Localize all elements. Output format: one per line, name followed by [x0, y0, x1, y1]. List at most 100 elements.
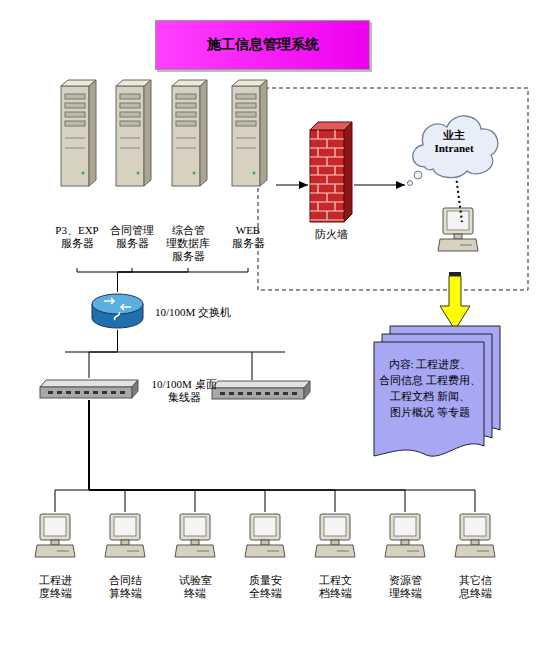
node-label: 10/100M 桌面 集线器 [144, 378, 224, 404]
symbol-part [471, 540, 479, 545]
server-node: WEB 服务器 [220, 78, 276, 268]
symbol-part [120, 391, 125, 394]
connector-line [118, 268, 189, 292]
server-node: 综合管 理数据库 服务器 [160, 78, 216, 268]
symbol-part [40, 387, 132, 398]
symbol-part [454, 234, 462, 239]
symbol-part [212, 388, 304, 399]
symbol-part [61, 86, 89, 186]
symbol-part [176, 94, 196, 99]
server-node: 合同管理 服务器 [104, 78, 160, 268]
node-label: P3、EXP 服务器 [51, 224, 103, 250]
symbol-part [120, 112, 140, 117]
symbol-part [105, 545, 145, 557]
symbol-part [236, 148, 256, 149]
symbol-part [102, 391, 107, 394]
symbol-part [326, 211, 327, 220]
connector-line [118, 268, 249, 292]
symbol-part [180, 514, 210, 540]
computer-symbol [385, 512, 425, 560]
connector-line [89, 400, 335, 512]
symbol-part [48, 391, 53, 394]
symbol-part [176, 148, 196, 149]
symbol-part [175, 545, 215, 557]
symbol-part [407, 551, 419, 552]
symbol-part [267, 551, 279, 552]
connector-line [354, 185, 405, 186]
symbol-part [110, 514, 140, 540]
terminal-node: 工程进 度终端 [25, 512, 85, 608]
symbol-part [200, 80, 207, 186]
symbol-part [334, 184, 335, 193]
symbol-part [245, 545, 285, 557]
symbol-part [315, 545, 355, 557]
symbol-part [447, 211, 469, 230]
switch-node: 10/100M 交换机 [90, 292, 145, 330]
symbol-part [317, 148, 318, 157]
symbol-part [137, 172, 140, 175]
connector-line [89, 330, 118, 378]
dashed-boundary [258, 88, 528, 290]
symbol-part [121, 540, 129, 545]
symbol-part [172, 86, 200, 186]
connector-line [276, 185, 308, 186]
symbol-part [176, 138, 196, 139]
network-wire [65, 352, 285, 353]
symbol-part [326, 157, 327, 166]
computer-symbol [35, 512, 75, 560]
terminal-node: 其它信 息终端 [445, 512, 505, 608]
symbol-part [477, 551, 489, 552]
symbol-part [193, 172, 196, 175]
symbol-part [317, 184, 318, 193]
symbol-part [401, 540, 409, 545]
connector-line [77, 268, 118, 292]
symbol-part [265, 392, 270, 395]
symbol-part [176, 112, 196, 117]
server-symbol [164, 78, 212, 190]
computer-symbol [175, 512, 215, 560]
symbol-part [317, 166, 318, 175]
symbol-part [317, 130, 318, 139]
terminal-node: 工程文 档终端 [305, 512, 365, 608]
connector-line [118, 268, 133, 292]
symbol-part [66, 391, 71, 394]
server-symbol [108, 78, 156, 190]
symbol-part [238, 392, 243, 395]
symbol-part [120, 121, 140, 126]
computer-symbol [105, 512, 145, 560]
symbol-part [57, 391, 62, 394]
symbol-part [460, 514, 490, 540]
node-label: 10/100M 交换机 [155, 306, 231, 319]
symbol-part [394, 517, 416, 536]
symbol-part [212, 381, 310, 388]
symbol-part [236, 138, 256, 139]
node-label: 防火墙 [301, 228, 361, 241]
firewall-node: 防火墙 [308, 120, 354, 242]
connector-line [55, 400, 89, 512]
symbol-part [35, 545, 75, 557]
symbol-part [331, 540, 339, 545]
yellow-arrow [440, 276, 470, 330]
symbol-part [65, 112, 85, 117]
firewall-symbol [308, 120, 354, 224]
symbol-part [111, 391, 116, 394]
symbol-part [236, 121, 256, 126]
symbol-part [116, 86, 144, 186]
symbol-part [413, 116, 498, 178]
terminal-node: 质量安 全终端 [235, 512, 295, 608]
symbol-part [337, 551, 349, 552]
symbol-part [443, 208, 473, 234]
connector-line [89, 400, 265, 512]
symbol-part [191, 540, 199, 545]
symbol-part [326, 175, 327, 184]
node-label: 合同管理 服务器 [106, 224, 158, 250]
computer-symbol [455, 512, 495, 560]
symbol-part [283, 392, 288, 395]
connector-line [89, 400, 475, 512]
symbol-part [120, 94, 140, 99]
symbol-part [292, 392, 297, 395]
symbol-part [304, 381, 310, 399]
symbol-part [260, 80, 267, 186]
symbol-part [334, 130, 335, 139]
